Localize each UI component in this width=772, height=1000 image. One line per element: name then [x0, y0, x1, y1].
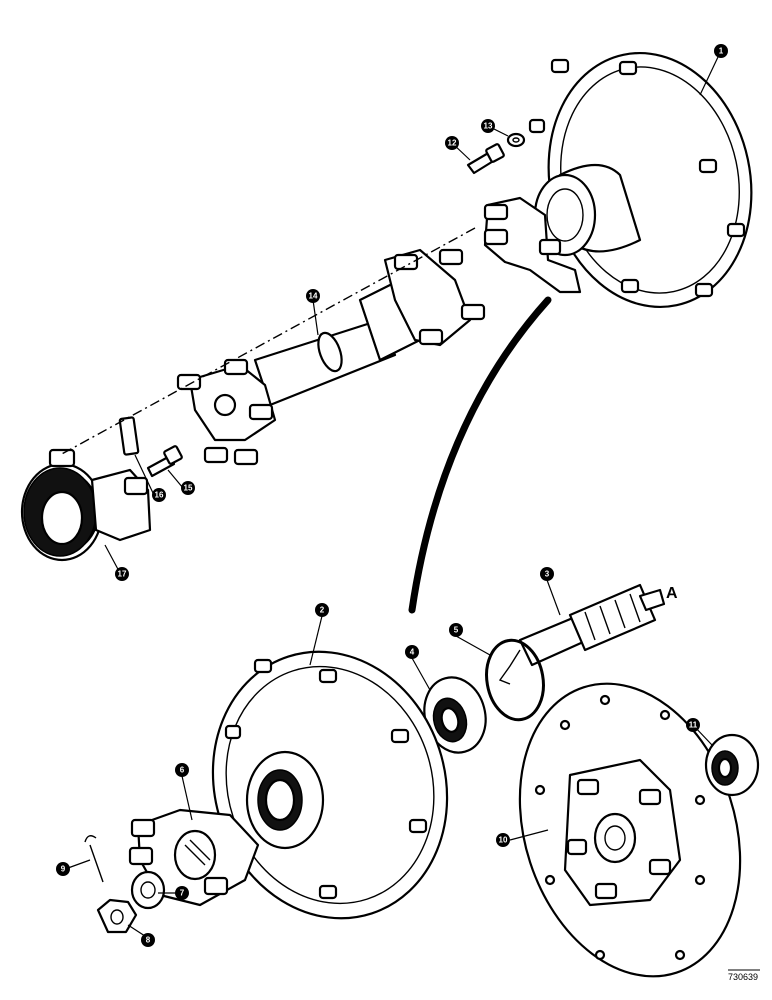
part-17-flange-yoke: [20, 448, 152, 562]
svg-text:13: 13: [484, 122, 493, 131]
svg-text:4: 4: [410, 648, 415, 657]
part-6-yoke-flange: [128, 808, 260, 907]
svg-text:3: 3: [545, 570, 550, 579]
svg-text:1: 1: [719, 47, 724, 56]
callout-1: 1: [714, 44, 728, 58]
part-2-housing-plate: [211, 650, 449, 920]
callout-5: 5: [449, 623, 463, 637]
callout-7: 7: [175, 886, 189, 900]
reference-letter: A: [666, 585, 678, 602]
bolt-15: [146, 445, 183, 478]
callout-14: 14: [306, 289, 320, 303]
part-5-snap-ring: [485, 638, 545, 722]
callout-3: 3: [540, 567, 554, 581]
callout-4: 4: [405, 645, 419, 659]
upper-yoke: [483, 196, 582, 294]
part-14-drive-shaft: [176, 248, 486, 466]
washer-13: [506, 132, 526, 148]
svg-text:5: 5: [454, 626, 459, 635]
callout-17: 17: [115, 567, 129, 581]
part-3-input-shaft: [498, 583, 666, 685]
lock-plate-16: [118, 416, 140, 456]
callout-6: 6: [175, 763, 189, 777]
callout-10: 10: [496, 833, 510, 847]
svg-text:17: 17: [118, 570, 127, 579]
alignment-line-upper: [59, 227, 476, 456]
part-9-cotter-pin: [84, 835, 104, 883]
svg-text:6: 6: [180, 766, 185, 775]
bolt-12: [466, 143, 505, 175]
callout-8: 8: [141, 933, 155, 947]
callout-2: 2: [315, 603, 329, 617]
svg-text:10: 10: [499, 836, 508, 845]
svg-text:16: 16: [155, 491, 164, 500]
svg-text:8: 8: [146, 936, 151, 945]
svg-text:12: 12: [448, 139, 457, 148]
callout-9: 9: [56, 862, 70, 876]
callout-16: 16: [152, 488, 166, 502]
svg-text:14: 14: [309, 292, 318, 301]
part-4-bearing: [423, 676, 487, 754]
svg-text:9: 9: [61, 865, 66, 874]
assembly-path-line: [408, 296, 552, 614]
part-11-pilot-bearing: [704, 733, 760, 797]
svg-text:2: 2: [320, 606, 325, 615]
callout-12: 12: [445, 136, 459, 150]
svg-text:15: 15: [184, 484, 193, 493]
callout-13: 13: [481, 119, 495, 133]
part-10-clutch-disc: [518, 682, 742, 978]
callout-15: 15: [181, 481, 195, 495]
figure-number: 730639: [728, 972, 758, 982]
part-7-washer: [130, 870, 166, 910]
svg-text:11: 11: [689, 721, 698, 730]
svg-text:7: 7: [180, 889, 185, 898]
part-8-castle-nut: [96, 898, 138, 934]
part-1-flywheel-housing: [528, 51, 753, 309]
callout-11: 11: [686, 718, 700, 732]
